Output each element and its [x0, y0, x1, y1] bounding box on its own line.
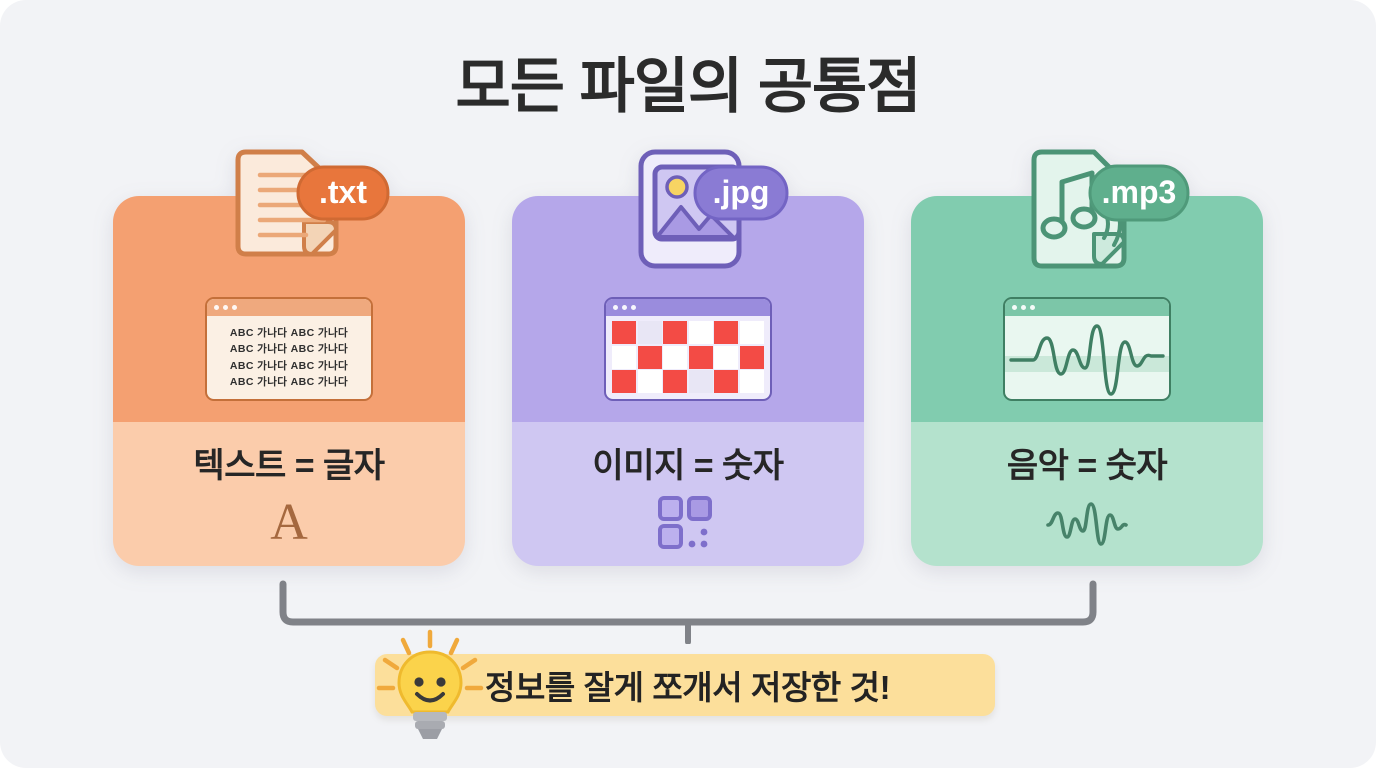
- pixel-cell: [637, 370, 662, 393]
- waveform-graphic: [1005, 324, 1169, 396]
- pixel-cell: [637, 345, 662, 369]
- window-dot: [622, 305, 627, 310]
- window-titlebar: [606, 299, 770, 316]
- text-line: ABC 가나다 ABC 가나다: [229, 327, 349, 340]
- card-image-label: 이미지 = 숫자: [592, 447, 784, 485]
- text-lines: ABC 가나다 ABC 가나다 ABC 가나다 ABC 가나다 ABC 가나다 …: [207, 316, 371, 399]
- window-titlebar: [1005, 299, 1169, 316]
- card-image-body: 이미지 = 숫자: [512, 196, 864, 566]
- pixel-squares-svg: [658, 496, 712, 549]
- jpg-sun-icon: [665, 175, 689, 199]
- lightbulb-icon: [376, 629, 484, 739]
- pixel-cell: [663, 370, 688, 393]
- window-content: [1005, 316, 1169, 399]
- card-text-body: ABC 가나다 ABC 가나다 ABC 가나다 ABC 가나다 ABC 가나다 …: [113, 196, 465, 566]
- pixel-cell: [688, 321, 713, 344]
- card-audio-body: 음악 = 숫자: [911, 196, 1263, 566]
- window-dot: [631, 305, 636, 310]
- text-line: ABC 가나다 ABC 가나다: [229, 359, 349, 372]
- text-line: ABC 가나다 ABC 가나다: [229, 343, 349, 356]
- lightbulb-face: [414, 677, 446, 703]
- card-image[interactable]: 이미지 = 숫자: [512, 149, 864, 566]
- pixel-cell: [612, 345, 637, 369]
- card-image-top: [512, 196, 864, 422]
- waveform-preview-window: [1003, 297, 1171, 401]
- pixel-cell: [714, 321, 739, 344]
- card-audio-label: 음악 = 숫자: [1006, 447, 1168, 485]
- bracket-path: [279, 580, 1097, 626]
- pixel-cell: [688, 370, 713, 393]
- pixel-cell: [663, 321, 688, 344]
- card-audio-top: [911, 196, 1263, 422]
- pixel-cell: [714, 345, 739, 369]
- text-line: ABC 가나다 ABC 가나다: [229, 375, 349, 388]
- text-preview-window: ABC 가나다 ABC 가나다 ABC 가나다 ABC 가나다 ABC 가나다 …: [205, 297, 373, 401]
- lightbulb-base: [413, 712, 447, 739]
- pixel-cell: [612, 321, 637, 344]
- window-dot: [223, 305, 228, 310]
- lightbulb-rays: [376, 629, 484, 691]
- conclusion-banner-text: 정보를 잘게 쪼개서 저장한 것!: [485, 669, 891, 706]
- pixel-cell: [739, 370, 764, 393]
- pixel-cell: [637, 321, 662, 344]
- card-text-bottom: 텍스트 = 글자 A: [113, 422, 465, 566]
- lightbulb-glass: [397, 650, 463, 714]
- pixel-cell: [612, 370, 637, 393]
- pixel-cell: [663, 345, 688, 369]
- pixel-cell: [739, 321, 764, 344]
- card-text[interactable]: ABC 가나다 ABC 가나다 ABC 가나다 ABC 가나다 ABC 가나다 …: [113, 149, 465, 566]
- pixel-cell: [714, 370, 739, 393]
- window-dot: [214, 305, 219, 310]
- pixel-cell: [688, 345, 713, 369]
- card-text-top: ABC 가나다 ABC 가나다 ABC 가나다 ABC 가나다 ABC 가나다 …: [113, 196, 465, 422]
- window-content: ABC 가나다 ABC 가나다 ABC 가나다 ABC 가나다 ABC 가나다 …: [207, 316, 371, 399]
- card-audio-bottom: 음악 = 숫자: [911, 422, 1263, 566]
- pixel-preview-window: [604, 297, 772, 401]
- pixel-cell: [739, 345, 764, 369]
- conclusion-banner: 정보를 잘게 쪼개서 저장한 것!: [375, 654, 995, 716]
- card-image-bottom: 이미지 = 숫자: [512, 422, 864, 566]
- card-text-label: 텍스트 = 글자: [193, 447, 385, 485]
- window-dot: [1012, 305, 1017, 310]
- bracket-connector: [279, 580, 1097, 644]
- cards-row: ABC 가나다 ABC 가나다 ABC 가나다 ABC 가나다 ABC 가나다 …: [113, 149, 1263, 566]
- window-dot: [232, 305, 237, 310]
- window-titlebar: [207, 299, 371, 316]
- pixel-squares-glyph: [512, 488, 864, 558]
- letter-a-glyph: A: [113, 488, 465, 558]
- window-dot: [613, 305, 618, 310]
- window-content: [606, 316, 770, 399]
- waveform-glyph: [911, 488, 1263, 558]
- window-dot: [1021, 305, 1026, 310]
- pixel-grid: [612, 321, 764, 393]
- letter-a-glyph-char: A: [270, 494, 308, 551]
- waveform-glyph-svg: [1046, 502, 1128, 546]
- window-dot: [1030, 305, 1035, 310]
- page-title: 모든 파일의 공통점: [455, 53, 922, 120]
- card-audio[interactable]: 음악 = 숫자: [911, 149, 1263, 566]
